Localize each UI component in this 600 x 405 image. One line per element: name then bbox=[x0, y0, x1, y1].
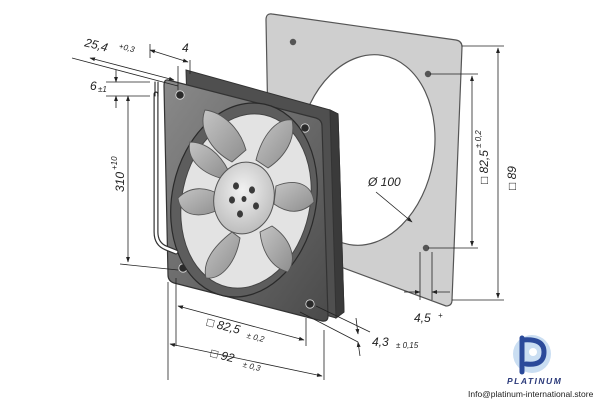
svg-text:310: 310 bbox=[113, 172, 127, 192]
svg-text:± 0,2: ± 0,2 bbox=[246, 331, 266, 344]
dim-gasket-hole: 4,5 bbox=[414, 311, 431, 325]
mount-hole-bottom-right bbox=[305, 299, 315, 309]
dim-gasket-hole-tol: + bbox=[438, 311, 443, 320]
gasket-hole-top-right bbox=[424, 70, 432, 78]
svg-text:□ 89: □ 89 bbox=[505, 166, 519, 190]
brand-block: PLATINUM Info@platinum-international.sto… bbox=[468, 335, 594, 399]
svg-text:25,4: 25,4 bbox=[82, 35, 109, 55]
dim-hole-diameter-tol: ± 0,15 bbox=[396, 341, 419, 350]
dim-bore: Ø 100 bbox=[367, 175, 401, 189]
brand-url[interactable]: Info@platinum-international.store bbox=[468, 389, 594, 399]
svg-text:□ 82,5: □ 82,5 bbox=[205, 315, 242, 337]
mount-hole-top-right bbox=[300, 123, 310, 133]
dim-cable-exit: 6 bbox=[90, 79, 97, 93]
svg-text:± 0,3: ± 0,3 bbox=[242, 360, 262, 373]
brand-name: PLATINUM bbox=[507, 376, 562, 386]
dim-hole-spacing-horizontal: □ 82,5 ± 0,2 bbox=[205, 315, 266, 344]
dim-frame-depth: 4 bbox=[182, 41, 189, 55]
svg-text:± 0,2: ± 0,2 bbox=[474, 130, 483, 148]
dim-cable-length: 310 +10 bbox=[110, 156, 127, 192]
gasket-hole-bottom-right bbox=[422, 244, 430, 252]
dim-frame-vertical: □ 89 bbox=[505, 166, 519, 190]
dimension-lines bbox=[71, 44, 504, 380]
gasket-hole-top-left bbox=[289, 38, 297, 46]
svg-text:+0,3: +0,3 bbox=[118, 42, 136, 55]
fan-cable bbox=[153, 81, 179, 255]
fan-body bbox=[163, 69, 345, 322]
fan-impeller bbox=[177, 109, 315, 279]
svg-text:□ 82,5: □ 82,5 bbox=[477, 150, 491, 184]
svg-text:+10: +10 bbox=[110, 156, 119, 170]
svg-text:□ 92: □ 92 bbox=[209, 346, 236, 365]
dim-frame-width: □ 92 ± 0,3 bbox=[209, 346, 262, 373]
mount-hole-top-left bbox=[175, 90, 185, 100]
dim-hole-diameter: 4,3 bbox=[372, 335, 389, 349]
dim-hole-spacing-vertical: □ 82,5 ± 0,2 bbox=[474, 130, 491, 184]
dim-cable-offset: 25,4 +0,3 bbox=[82, 35, 136, 55]
platinum-logo-icon bbox=[513, 335, 551, 375]
dim-cable-exit-tol: ±1 bbox=[98, 85, 107, 94]
hub-holes bbox=[229, 182, 259, 218]
dimension-labels: 25,4 +0,3 4 6 ±1 310 +10 Ø 100 □ 82,5 ± … bbox=[82, 35, 519, 373]
